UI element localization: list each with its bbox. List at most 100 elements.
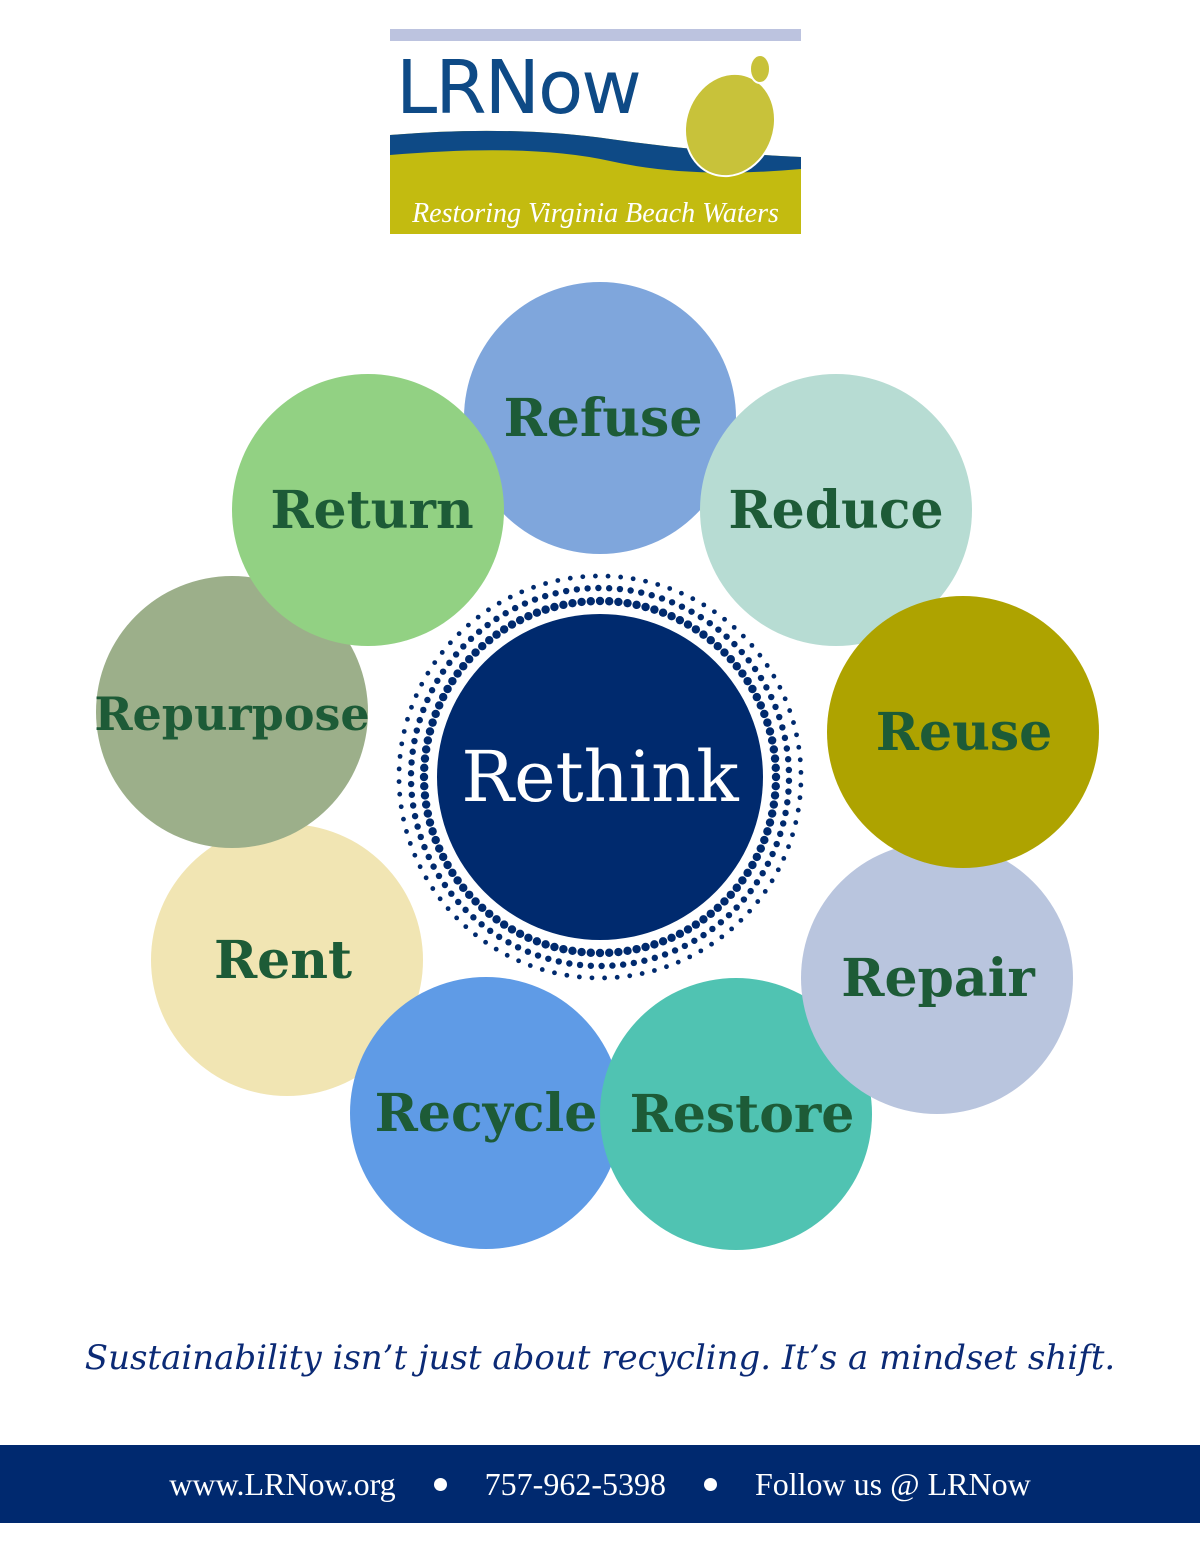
ring-dot [661, 951, 669, 958]
ring-dot [515, 615, 525, 625]
logo-bar [390, 29, 801, 41]
ring-dot [411, 737, 418, 745]
ring-dot [470, 914, 477, 921]
ring-dot [777, 684, 783, 690]
ring-dot [740, 633, 746, 639]
circle-return [232, 374, 504, 646]
ring-dot [790, 832, 795, 838]
ring-dot [632, 600, 641, 610]
ring-dot [688, 608, 695, 615]
ring-dot [502, 610, 509, 617]
ring-dot [667, 586, 673, 591]
ring-dot [483, 939, 488, 945]
ring-dot [507, 620, 517, 629]
ring-dot [595, 596, 605, 606]
ring-dot [752, 852, 762, 862]
ring-dot [576, 961, 584, 969]
ring-dot [769, 800, 779, 809]
turtle-icon [683, 54, 777, 178]
website-link[interactable]: www.LRNow.org [169, 1465, 396, 1502]
ring-dot [487, 927, 494, 935]
ring-dot [598, 962, 605, 970]
ring-dot [699, 630, 708, 639]
ring-dot [496, 600, 502, 606]
ring-dot [478, 642, 487, 651]
ring-dot [691, 937, 698, 944]
ring-dot [478, 921, 485, 928]
ring-dot [743, 676, 752, 686]
label-restore: Restore [630, 1084, 855, 1145]
ring-dot [465, 890, 474, 899]
ring-dot [407, 770, 415, 777]
ring-dot [524, 933, 533, 942]
ring-dot [573, 586, 581, 593]
ring-dot [772, 703, 779, 711]
ring-dot [414, 823, 421, 830]
ring-dot [706, 619, 713, 627]
ring-dot [650, 605, 659, 614]
ring-dot [425, 818, 435, 827]
ring-dot [475, 614, 481, 620]
ring-dot [455, 898, 462, 906]
ring-dot [568, 598, 577, 608]
circle-repair [801, 842, 1073, 1114]
ring-dot [658, 608, 668, 617]
ring-dot [619, 961, 627, 968]
ring-dot [580, 574, 586, 580]
ring-dot [770, 791, 780, 800]
ring-dot [425, 853, 432, 861]
ring-dot [720, 648, 729, 657]
ring-dot [542, 592, 549, 600]
ring-dot [419, 772, 429, 782]
ring-dot [465, 622, 471, 628]
ring-dot [515, 929, 525, 939]
ring-dot [767, 809, 777, 818]
ring-dot [562, 587, 570, 595]
ring-dot [723, 633, 730, 640]
ring-dot [421, 800, 431, 809]
label-repair: Repair [841, 948, 1035, 1009]
ring-dot [420, 706, 427, 714]
ring-dot [784, 756, 792, 763]
ring-dot [726, 890, 735, 899]
ring-dot [437, 896, 443, 902]
ring-dot [765, 818, 775, 827]
ring-dot [473, 932, 478, 938]
bullet-icon [433, 1477, 447, 1491]
ring-dot [421, 843, 428, 851]
ring-dot [486, 607, 491, 613]
ring-dot [627, 973, 633, 979]
ring-dot [439, 668, 447, 675]
ring-dot [712, 609, 717, 615]
ring-dot [764, 860, 772, 867]
ring-dot [643, 578, 648, 584]
ring-dot [439, 650, 445, 655]
ring-dot [428, 718, 437, 727]
ring-dot [605, 585, 613, 592]
ring-dot [733, 904, 740, 911]
ring-dot [781, 856, 787, 861]
ring-dot [456, 631, 462, 637]
ring-dot [459, 883, 468, 892]
circle-rent [151, 824, 423, 1096]
ring-dot [532, 937, 542, 946]
ring-dot [664, 964, 669, 970]
ring-dot [738, 876, 747, 885]
ring-dot [757, 652, 763, 658]
label-reduce: Reduce [728, 480, 943, 541]
ring-dot [763, 827, 772, 836]
label-refuse: Refuse [504, 388, 703, 449]
ring-dot [743, 868, 752, 878]
ring-dot [655, 582, 661, 587]
ring-dot [798, 770, 804, 775]
ring-dot [738, 917, 744, 923]
ring-dot [467, 635, 475, 643]
ring-dot [605, 573, 611, 579]
ring-dot [763, 684, 770, 691]
ring-dot [791, 720, 796, 725]
ring-dot [399, 741, 405, 747]
ring-dot [755, 899, 761, 904]
ring-dot [499, 920, 509, 929]
ring-dot [752, 692, 762, 702]
ring-dot [420, 754, 430, 763]
